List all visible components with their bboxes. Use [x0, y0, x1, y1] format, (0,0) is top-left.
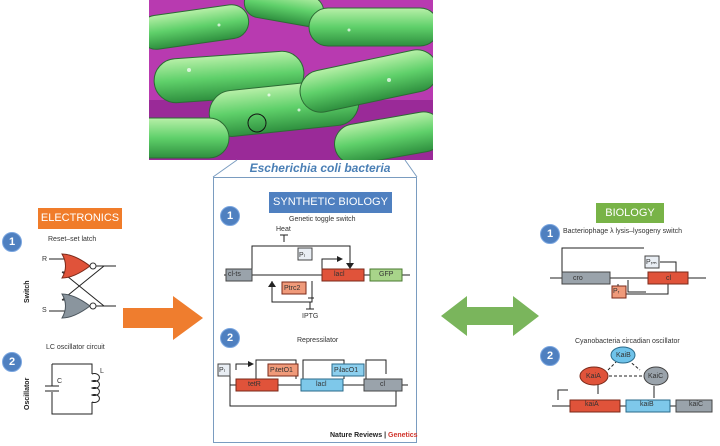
electronics-item-2-number: 2 — [2, 352, 22, 372]
latch-input-s: S — [42, 307, 47, 314]
electronics-item-2-title: LC oscillator circuit — [46, 344, 105, 351]
repressilator-promoter-tet: PₗtetO1 — [270, 367, 293, 374]
credit-main: Nature Reviews — [330, 432, 383, 439]
biology-item-2-title: Cyanobacteria circadian oscillator — [575, 338, 680, 345]
oscillator-side-label: Oscillator — [24, 377, 31, 410]
biology-item-2-number: 2 — [540, 346, 560, 366]
kai-gene-kaic: kaiC — [689, 401, 704, 408]
lambda-switch-diagram — [550, 247, 706, 299]
repressilator-gene-cl: cl — [380, 381, 386, 388]
kai-protein-kaib: KaiB — [616, 352, 631, 359]
biology-item-1-number: 1 — [540, 224, 560, 244]
ecoli-photo — [149, 0, 433, 160]
repressilator-promoter-pl: Pₗ — [219, 367, 225, 374]
kai-gene-kaia: kaiA — [585, 401, 599, 408]
lambda-promoter-pr: Pᵣ — [613, 288, 620, 295]
lambda-gene-cl: cl — [666, 275, 672, 282]
synthetic-biology-header: SYNTHETIC BIOLOGY — [269, 192, 392, 213]
kai-protein-kaic: KaiC — [648, 373, 664, 380]
photo-caption: Escherichia coli bacteria — [249, 161, 391, 175]
kai-protein-kaia: KaiA — [586, 373, 601, 380]
toggle-gene-cl-ts: cl-ts — [228, 271, 241, 278]
repressilator-promoter-lac: PₗlacO1 — [334, 367, 359, 374]
toggle-heat-label: Heat — [276, 226, 291, 233]
repressilator-diagram — [217, 359, 408, 407]
electronics-arrow — [123, 296, 203, 340]
synthetic-item-1-title: Genetic toggle switch — [289, 216, 356, 223]
toggle-switch-diagram — [224, 234, 410, 310]
electronics-header: ELECTRONICS — [38, 208, 122, 229]
credit-separator: | — [382, 432, 388, 439]
synthetic-item-2-title: Repressilator — [297, 337, 339, 344]
lambda-gene-cro: cro — [573, 275, 583, 282]
kai-gene-kaib: kaiB — [640, 401, 654, 408]
biology-item-1-title: Bacteriophage λ lysis–lysogeny switch — [563, 228, 683, 235]
kai-oscillator-diagram — [552, 346, 713, 413]
synthetic-item-2-number: 2 — [220, 328, 240, 348]
lambda-promoter-prm: Pᵣₘ — [646, 259, 657, 266]
repressilator-gene-tetr: tetR — [248, 381, 261, 388]
credit-journal: Genetics — [388, 432, 418, 439]
figure-credit: Nature Reviews | Genetics — [330, 432, 418, 439]
biology-header: BIOLOGY — [596, 203, 664, 223]
toggle-gene-lacl: lacl — [334, 271, 345, 278]
lc-inductor-label: L — [100, 368, 104, 375]
switch-side-label: Switch — [24, 280, 31, 303]
rs-latch-diagram — [49, 253, 116, 319]
toggle-promoter-pl: Pₗ — [299, 252, 305, 259]
lc-capacitor-label: C — [57, 378, 63, 385]
lc-circuit-diagram — [45, 363, 100, 415]
synthetic-biology-panel — [213, 177, 417, 443]
synthetic-item-1-number: 1 — [220, 206, 240, 226]
toggle-promoter-ptrc2: Ptrc2 — [284, 285, 301, 292]
toggle-gene-gfp: GFP — [379, 271, 394, 278]
electronics-item-1-number: 1 — [2, 232, 22, 252]
repressilator-gene-lacl: lacl — [316, 381, 327, 388]
electronics-item-1-title: Reset–set latch — [48, 236, 97, 243]
latch-input-r: R — [42, 256, 48, 263]
biology-double-arrow — [441, 296, 539, 336]
toggle-iptg-label: IPTG — [302, 313, 319, 320]
